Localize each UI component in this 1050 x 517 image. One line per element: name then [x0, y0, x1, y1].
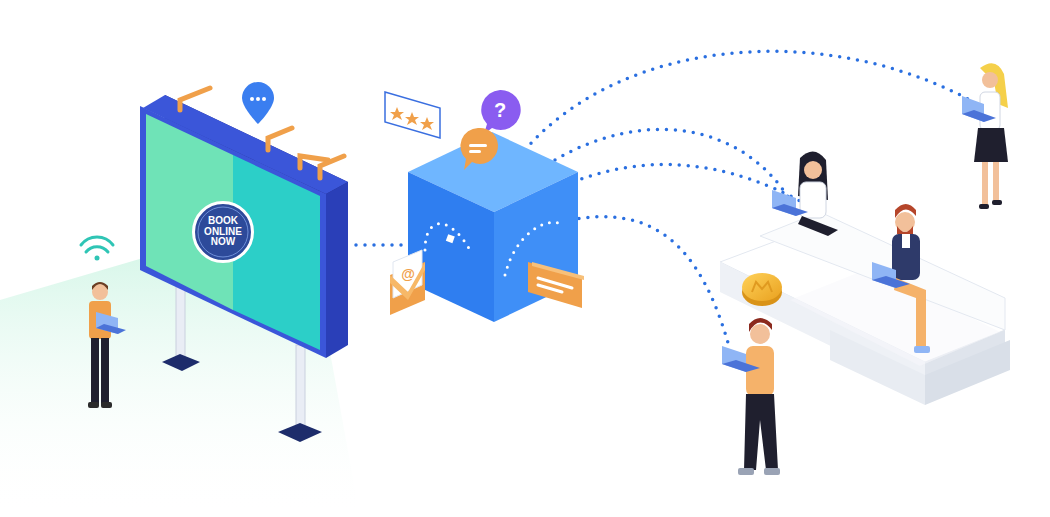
icon-glyph: ?	[494, 100, 506, 120]
location-pin	[242, 82, 274, 124]
data-cube-part	[446, 234, 455, 243]
seating-platform	[720, 212, 1010, 405]
person-left-part	[101, 402, 112, 408]
dotted-links-part	[555, 129, 790, 200]
person-standing-woman	[962, 63, 1008, 209]
sticker-badge: BOOK ONLINE NOW	[192, 201, 254, 263]
person-left-part	[91, 338, 99, 404]
person-standing-woman-part	[982, 162, 988, 206]
person-seated-man-part	[895, 204, 916, 218]
location-pin-part	[256, 97, 260, 101]
person-seated-man	[872, 204, 930, 353]
coin	[742, 273, 782, 306]
person-seated-woman-part	[772, 204, 808, 216]
person-standing-bottom-part	[750, 324, 770, 344]
email-envelope-part	[393, 250, 422, 298]
person-left-part	[96, 324, 126, 334]
email-envelope	[390, 250, 425, 315]
person-standing-bottom-part	[738, 468, 754, 475]
data-cube-part-part	[425, 224, 470, 250]
person-standing-woman-part	[982, 72, 998, 88]
location-pin-part	[250, 97, 254, 101]
chat-bubble	[460, 128, 498, 170]
person-seated-man-part	[872, 276, 910, 288]
badge-text: BOOK ONLINE NOW	[203, 216, 243, 248]
dotted-links-part	[570, 217, 730, 350]
billboard-lamps-part	[268, 128, 292, 150]
rating-card-part-part	[420, 117, 434, 130]
person-standing-woman-part	[979, 204, 989, 209]
person-standing-bottom-part	[746, 346, 774, 396]
location-pin-part	[262, 97, 266, 101]
billboard-posts-part	[162, 354, 200, 371]
rating-card-part	[385, 92, 440, 138]
person-standing-bottom-part	[744, 394, 778, 470]
billboard-lamps-part	[180, 88, 210, 110]
badge-ring	[198, 207, 248, 257]
message-card-part	[538, 278, 572, 292]
person-seated-woman-part	[804, 161, 822, 179]
chat-bubble-part	[469, 144, 487, 147]
person-seated-man-part	[892, 234, 920, 280]
seating-platform-part	[830, 330, 925, 405]
wifi-icon-part	[95, 256, 100, 261]
person-left	[88, 282, 126, 408]
rating-card-part-part	[390, 107, 404, 120]
chat-bubble-part	[469, 150, 481, 153]
rating-card-part-part	[405, 112, 419, 125]
person-standing-bottom	[722, 318, 780, 475]
question-bubble-part	[481, 90, 520, 134]
person-standing-woman-part	[993, 162, 999, 202]
person-left-part	[101, 338, 109, 404]
person-left-part	[88, 402, 99, 408]
wifi-icon	[81, 237, 113, 260]
seating-platform-part	[925, 340, 1010, 405]
message-card	[528, 262, 584, 308]
person-seated-woman-part	[798, 216, 838, 236]
person-standing-woman-part	[974, 128, 1008, 162]
rating-card	[385, 92, 440, 138]
person-seated-man-part	[894, 278, 926, 348]
coin-part	[752, 282, 772, 292]
wifi-icon-part	[81, 237, 113, 245]
billboard-posts-part	[296, 345, 305, 430]
badge-circle	[194, 203, 253, 262]
person-left-part	[92, 282, 108, 290]
coin-part	[742, 273, 782, 301]
dotted-links-part	[356, 243, 410, 247]
person-standing-bottom-part	[749, 318, 772, 332]
icon-glyph: @	[401, 267, 415, 281]
location-pin-part	[242, 82, 274, 124]
rating-card-part	[390, 107, 434, 130]
billboard	[140, 95, 348, 358]
person-standing-bottom-part	[722, 360, 760, 372]
person-standing-bottom-part	[764, 468, 780, 475]
person-seated-woman	[772, 151, 838, 236]
person-standing-woman-part	[992, 200, 1002, 205]
person-seated-man-part	[902, 234, 910, 248]
wifi-icon-part	[86, 247, 108, 252]
chat-bubble-part	[460, 128, 498, 170]
person-seated-man-part	[914, 346, 930, 353]
billboard-posts-part	[278, 423, 322, 442]
billboard-lamps-part	[320, 156, 344, 178]
seating-platform-part	[760, 212, 1005, 330]
person-standing-woman-part	[962, 110, 996, 122]
dotted-links-part	[525, 51, 970, 150]
email-envelope-part	[390, 262, 425, 300]
billboard-part	[326, 182, 348, 358]
billboard-part	[140, 106, 326, 358]
question-bubble	[481, 90, 520, 134]
